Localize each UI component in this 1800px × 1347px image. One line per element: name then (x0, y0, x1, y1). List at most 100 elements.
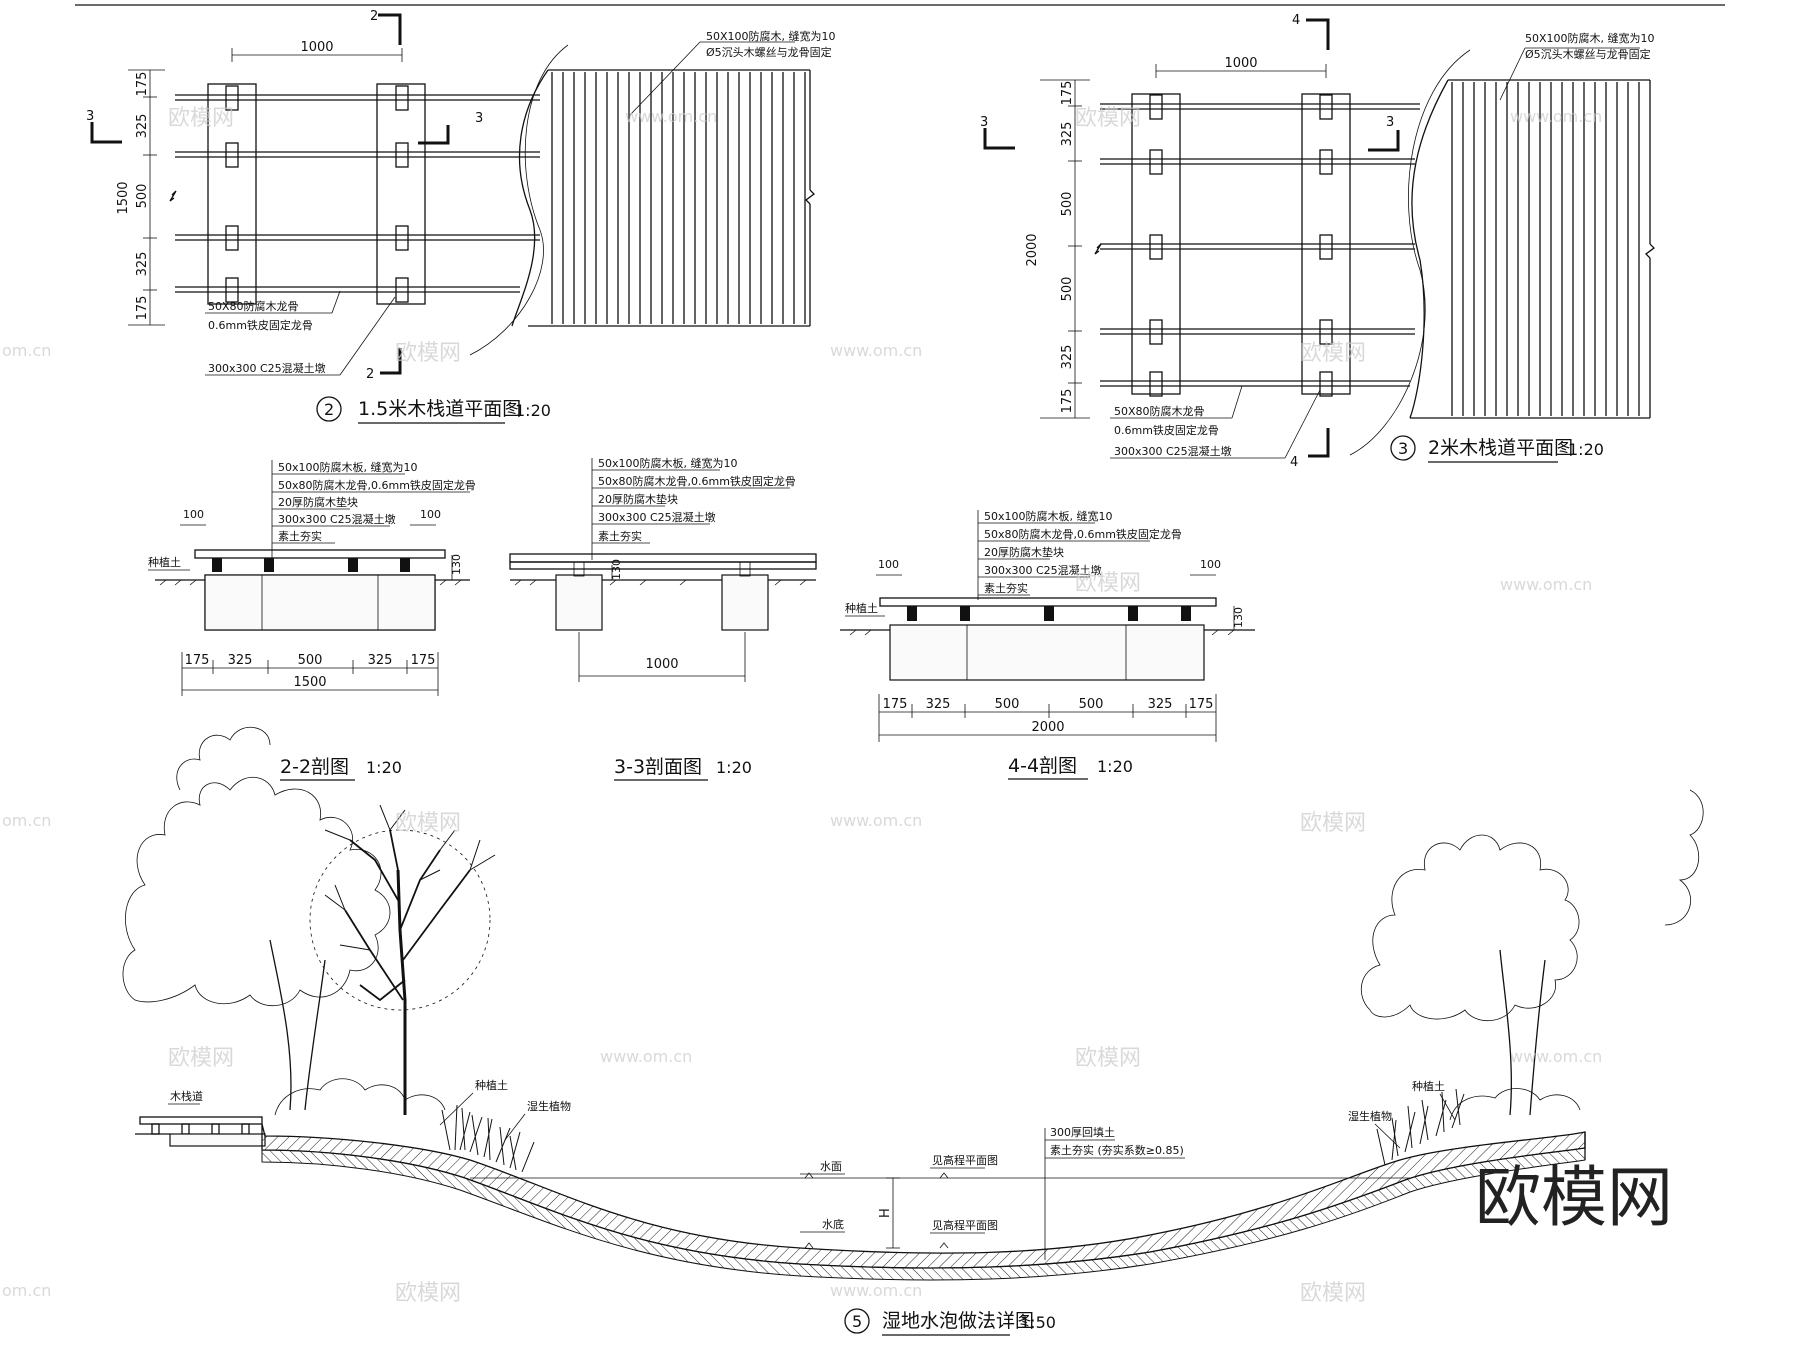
plan15-note-deck-2: Ø5沉头木螺丝与龙骨固定 (706, 45, 832, 59)
section-4-4: 50x100防腐木板, 缝宽10 50x80防腐木龙骨,0.6mm铁皮固定龙骨 … (840, 509, 1255, 780)
plan20-title: 2米木栈道平面图 (1428, 437, 1573, 459)
plan15-joists (175, 94, 540, 293)
tree-outline-left-2 (176, 726, 271, 791)
plan20-note-footing: 300x300 C25混凝土墩 (1114, 444, 1232, 458)
sec44-dim-total: 2000 (1031, 720, 1064, 735)
plan15-dim-top: 1000 (300, 40, 333, 55)
sec22-h: 130 (450, 554, 463, 575)
sec44-dim-1: 175 (883, 697, 908, 712)
plan15-dim-side-1: 175 (135, 72, 150, 97)
sec44-note-2: 50x80防腐木龙骨,0.6mm铁皮固定龙骨 (984, 527, 1182, 541)
wm-brand-2: 欧模网 (395, 341, 461, 366)
plan20-deck-leader (1499, 47, 1526, 101)
wm-url-7: www.om.cn (1510, 1047, 1602, 1066)
plan15-cut-top (378, 13, 402, 45)
sec33-note-4: 300x300 C25混凝土墩 (598, 510, 716, 524)
tree-outline-right (1361, 834, 1580, 1022)
sec44-note-5: 素土夯实 (984, 581, 1028, 595)
wetland-scale: 1:50 (1020, 1313, 1056, 1332)
sec22-footing-fill (204, 574, 436, 631)
plan15-footing-strip-left (207, 83, 257, 305)
wm-url-partial-1: om.cn (2, 341, 51, 360)
plan15-deck-leader (629, 41, 701, 116)
sec44-dim-6: 175 (1189, 697, 1214, 712)
plan20-break-left (1094, 243, 1102, 255)
plan15-break-left (169, 190, 177, 202)
plan20-cut-top-label: 4 (1292, 13, 1300, 28)
plan20-note-joist-2: 0.6mm铁皮固定龙骨 (1114, 423, 1219, 437)
tree-outline-right-2 (1664, 789, 1704, 926)
sec44-dim-4: 500 (1079, 697, 1104, 712)
plan20-dim-side-5: 325 (1060, 345, 1075, 370)
plan20-dim-total: 2000 (1025, 233, 1040, 266)
sec44-scale: 1:20 (1097, 757, 1133, 776)
plan15-title: 1.5米木栈道平面图 (358, 398, 521, 420)
sec22-notes: 50x100防腐木板, 缝宽为10 50x80防腐木龙骨,0.6mm铁皮固定龙骨… (272, 460, 476, 544)
wetland-note-2: 素土夯实 (夯实系数≥0.85) (1050, 1143, 1184, 1157)
plan20-cut-top (1306, 18, 1330, 50)
wm-url-partial-3: om.cn (2, 1281, 51, 1300)
reeds-left (441, 1104, 535, 1173)
sec33-dim-total: 1000 (645, 657, 678, 672)
plan20-dim-side-4: 500 (1060, 277, 1075, 302)
plan15-dim-total: 1500 (116, 181, 131, 214)
plan20-dim-side-2: 325 (1060, 122, 1075, 147)
plan20-cut-left-label: 3 (980, 115, 988, 130)
plan15-dim-side-5: 175 (135, 296, 150, 321)
plan15-cut-bottom-label: 2 (366, 367, 374, 382)
water-bottom-label: 水底 (822, 1217, 844, 1231)
sec44-dim-2: 325 (926, 697, 951, 712)
plan20-title-number: 3 (1398, 439, 1408, 458)
wm-url-2: www.om.cn (830, 341, 922, 360)
sec44-edge-r: 100 (1200, 558, 1221, 571)
wetland-title-number: 5 (852, 1312, 862, 1331)
plan20-cut-right-label: 3 (1386, 115, 1394, 130)
plan15-title-number: 2 (324, 400, 334, 419)
plan15-dim-side-2: 325 (135, 114, 150, 139)
sec33-note-1: 50x100防腐木板, 缝宽为10 (598, 456, 738, 470)
sec33-footing-left (555, 574, 603, 631)
wetland-plants-right: 湿生植物 (1348, 1109, 1392, 1123)
wm-brand-4: 欧模网 (1300, 341, 1366, 366)
plan20-cut-bottom-label: 4 (1290, 455, 1298, 470)
plan20-cut-bottom (1308, 428, 1330, 458)
sec22-title: 2-2剖图 (280, 756, 349, 778)
tree-branches-left (324, 804, 496, 1115)
section-3-3: 50x100防腐木板, 缝宽为10 50x80防腐木龙骨,0.6mm铁皮固定龙骨… (509, 456, 817, 781)
sec44-title: 4-4剖图 (1008, 755, 1077, 777)
wm-url-3: www.om.cn (1510, 107, 1602, 126)
plan15-cut-right-label: 3 (475, 111, 483, 126)
wm-brand-6: 欧模网 (395, 811, 461, 836)
wm-url-4: www.om.cn (1500, 575, 1592, 594)
sec44-note-1: 50x100防腐木板, 缝宽10 (984, 509, 1113, 523)
wm-url-8: www.om.cn (830, 1281, 922, 1300)
wm-brand-7: 欧模网 (1300, 811, 1366, 836)
plan15-scale: 1:20 (515, 401, 551, 420)
sec22-deck (194, 549, 446, 559)
sec33-h: 130 (610, 559, 623, 580)
tree-canopy-left (309, 829, 491, 1011)
plan15-cut-left-label: 3 (86, 109, 94, 124)
water-surface-label: 水面 (820, 1160, 842, 1173)
wetland-title-circle (844, 1308, 870, 1334)
see-plan-2: 见高程平面图 (932, 1218, 998, 1232)
plan15-dim-side-3: 500 (135, 184, 150, 209)
depth-label: H (878, 1208, 893, 1218)
wm-brand-5: 欧模网 (1075, 571, 1141, 596)
wetland-soil-left: 种植土 (475, 1078, 508, 1092)
plan15-title-circle (316, 396, 342, 422)
wetland-title: 湿地水泡做法详图 (882, 1310, 1034, 1332)
plan20-scale: 1:20 (1568, 440, 1604, 459)
sec22-note-4: 300x300 C25混凝土墩 (278, 512, 396, 526)
wetland-plants-left: 湿生植物 (527, 1099, 571, 1113)
sec44-deck (879, 597, 1217, 607)
tree-trunk-left (269, 939, 326, 1111)
wm-brand-1: 欧模网 (168, 106, 234, 131)
sec44-note-4: 300x300 C25混凝土墩 (984, 563, 1102, 577)
sec33-footing-right (721, 574, 769, 631)
section-2-2: 50x100防腐木板, 缝宽为10 50x80防腐木龙骨,0.6mm铁皮固定龙骨… (148, 460, 476, 781)
plan20-deck-boards (1409, 79, 1655, 419)
sec22-note-2: 50x80防腐木龙骨,0.6mm铁皮固定龙骨 (278, 478, 476, 492)
sec33-notes: 50x100防腐木板, 缝宽为10 50x80防腐木龙骨,0.6mm铁皮固定龙骨… (592, 456, 796, 544)
